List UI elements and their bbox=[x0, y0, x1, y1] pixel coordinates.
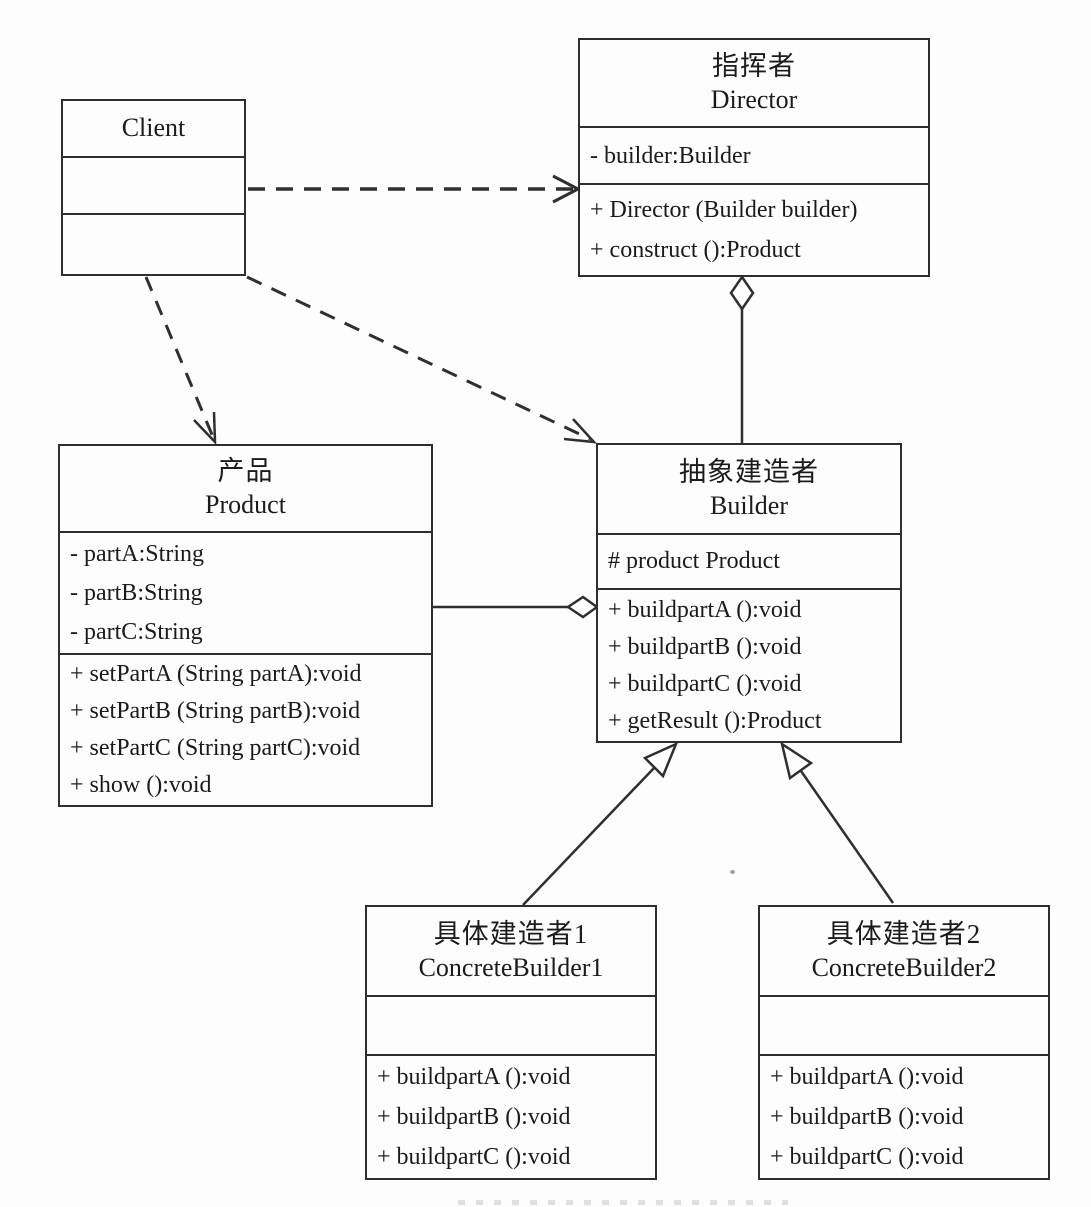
open-arrowhead-icon bbox=[563, 418, 598, 444]
scan-speck bbox=[730, 870, 735, 874]
class-title-builder: 抽象建造者 Builder bbox=[598, 445, 900, 535]
class-box-concrete-builder-2: 具体建造者2 ConcreteBuilder2 + buildpartA ():… bbox=[758, 905, 1050, 1180]
attributes-compartment-empty bbox=[367, 997, 655, 1056]
class-name-cn: 指挥者 bbox=[712, 50, 796, 81]
generalization-triangle-icon bbox=[642, 741, 679, 779]
dependency-client-to-builder bbox=[246, 275, 598, 444]
aggregation-director-builder bbox=[729, 274, 755, 444]
attributes-compartment-empty bbox=[760, 997, 1048, 1056]
class-title-client: Client bbox=[63, 101, 244, 158]
class-box-director: 指挥者 Director - builder:Builder + Directo… bbox=[578, 38, 930, 277]
attribute-row: - partA:String bbox=[70, 540, 204, 567]
class-name-cn: 抽象建造者 bbox=[679, 456, 819, 487]
attributes-compartment: - partA:String - partB:String - partC:St… bbox=[60, 533, 431, 655]
aggregation-diamond-icon bbox=[729, 274, 755, 312]
method-row: + buildpartB ():void bbox=[608, 633, 802, 660]
class-name: Builder bbox=[710, 490, 788, 520]
methods-compartment: + buildpartA ():void + buildpartB ():voi… bbox=[760, 1056, 1048, 1178]
methods-compartment: + setPartA (String partA):void + setPart… bbox=[60, 655, 431, 805]
method-row: + buildpartA ():void bbox=[608, 596, 802, 623]
method-row: + show ():void bbox=[70, 772, 212, 798]
class-name: Product bbox=[205, 490, 286, 520]
cropped-caption-fragment bbox=[458, 1200, 788, 1205]
methods-compartment: + buildpartA ():void + buildpartB ():voi… bbox=[598, 590, 900, 741]
generalization-cb2-builder bbox=[780, 741, 895, 904]
method-row: + buildpartA ():void bbox=[770, 1064, 964, 1090]
class-title-concrete-builder-1: 具体建造者1 ConcreteBuilder1 bbox=[367, 907, 655, 997]
generalization-triangle-icon bbox=[780, 741, 814, 781]
method-row: + buildpartB ():void bbox=[377, 1104, 571, 1130]
attribute-row: - partB:String bbox=[70, 579, 203, 606]
method-row: + setPartC (String partC):void bbox=[70, 735, 361, 761]
aggregation-product-builder bbox=[433, 595, 600, 619]
class-title-director: 指挥者 Director bbox=[580, 40, 928, 128]
methods-compartment-empty bbox=[63, 215, 244, 274]
methods-compartment: + Director (Builder builder) + construct… bbox=[580, 185, 928, 275]
method-row: + setPartA (String partA):void bbox=[70, 661, 362, 687]
class-name-cn: 具体建造者2 bbox=[826, 918, 982, 949]
class-title-concrete-builder-2: 具体建造者2 ConcreteBuilder2 bbox=[760, 907, 1048, 997]
class-box-client: Client bbox=[61, 99, 246, 276]
aggregation-diamond-icon bbox=[565, 595, 600, 619]
dependency-client-to-product bbox=[144, 276, 217, 446]
class-name: Director bbox=[710, 84, 798, 114]
attributes-compartment: - builder:Builder bbox=[580, 128, 928, 185]
class-name: ConcreteBuilder1 bbox=[418, 952, 604, 982]
class-box-product: 产品 Product - partA:String - partB:String… bbox=[58, 444, 433, 807]
method-row: + buildpartC ():void bbox=[770, 1144, 964, 1170]
method-row: + buildpartC ():void bbox=[608, 670, 802, 697]
open-arrowhead-icon bbox=[193, 411, 217, 446]
generalization-cb1-builder bbox=[522, 741, 679, 906]
method-row: + buildpartB ():void bbox=[770, 1104, 964, 1130]
class-name: Client bbox=[121, 113, 186, 143]
method-row: + buildpartA ():void bbox=[377, 1064, 571, 1090]
attribute-row: # product Product bbox=[608, 548, 780, 574]
methods-compartment: + buildpartA ():void + buildpartB ():voi… bbox=[367, 1056, 655, 1178]
method-row: + buildpartC ():void bbox=[377, 1144, 571, 1170]
dependency-client-to-director bbox=[248, 174, 582, 204]
attribute-row: - partC:String bbox=[70, 618, 203, 645]
attributes-compartment-empty bbox=[63, 158, 244, 215]
attribute-row: - builder:Builder bbox=[590, 142, 751, 169]
method-row: + Director (Builder builder) bbox=[590, 197, 858, 223]
class-box-builder: 抽象建造者 Builder # product Product + buildp… bbox=[596, 443, 902, 743]
class-name: ConcreteBuilder2 bbox=[811, 952, 997, 982]
method-row: + getResult ():Product bbox=[608, 707, 822, 734]
attributes-compartment: # product Product bbox=[598, 535, 900, 590]
method-row: + setPartB (String partB):void bbox=[70, 698, 361, 724]
class-title-product: 产品 Product bbox=[60, 446, 431, 533]
class-box-concrete-builder-1: 具体建造者1 ConcreteBuilder1 + buildpartA ():… bbox=[365, 905, 657, 1180]
class-name-cn: 产品 bbox=[217, 456, 274, 487]
class-name-cn: 具体建造者1 bbox=[433, 918, 589, 949]
method-row: + construct ():Product bbox=[590, 237, 801, 263]
